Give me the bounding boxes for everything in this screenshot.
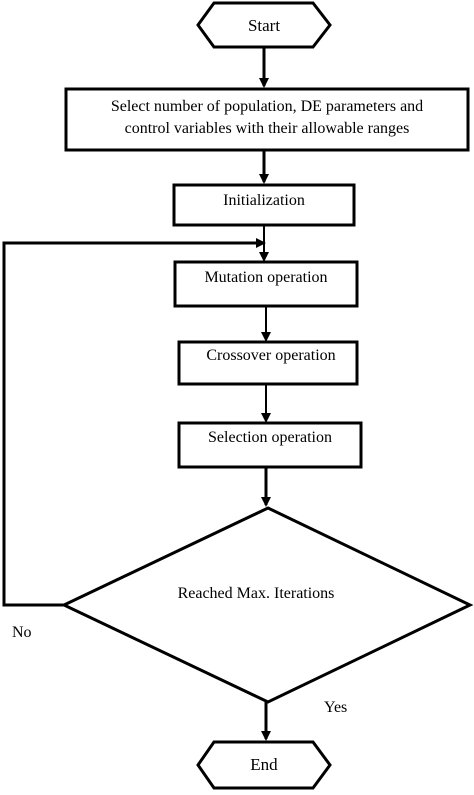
select-parameters-box: Select number of population, DE paramete… (64, 87, 470, 152)
initialization-label: Initialization (223, 192, 305, 209)
crossover-box: Crossover operation (177, 340, 359, 386)
mutation-box: Mutation operation (173, 260, 359, 308)
crossover-label: Crossover operation (206, 347, 335, 364)
arrow-no-loop (2, 238, 266, 607)
start-label: Start (248, 16, 280, 35)
select-parameters-line2: control variables with their allowable r… (125, 120, 410, 137)
selection-box: Selection operation (177, 421, 363, 469)
start-node: Start (196, 1, 332, 49)
initialization-box: Initialization (172, 183, 356, 227)
decision-diamond: Reached Max. Iterations (60, 506, 474, 704)
end-label: End (250, 755, 278, 774)
selection-label: Selection operation (208, 429, 332, 446)
select-parameters-line1: Select number of population, DE paramete… (111, 98, 423, 115)
no-label: No (12, 624, 32, 641)
yes-label: Yes (324, 699, 347, 716)
decision-label: Reached Max. Iterations (178, 585, 335, 602)
end-node: End (196, 740, 332, 790)
mutation-label: Mutation operation (204, 269, 327, 286)
